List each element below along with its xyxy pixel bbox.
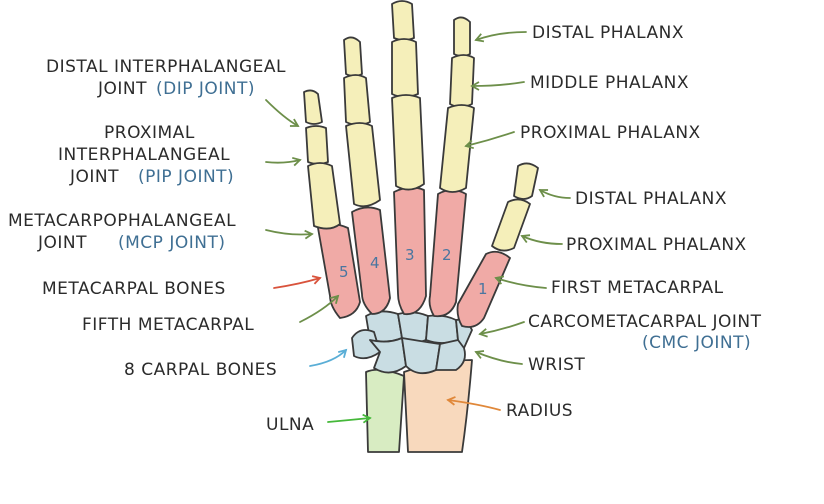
label-cmc-joint: CARCOMETACARPAL JOINT: [528, 312, 762, 332]
label-fifth-metacarpal: FIFTH METACARPAL: [82, 315, 254, 335]
label-ulna: ULNA: [266, 415, 314, 435]
arrow-mcp-joint: [265, 229, 314, 240]
arrow-cmc-joint: [478, 321, 525, 338]
label-pip-joint-line1: PROXIMAL: [104, 123, 195, 143]
arrow-fifth-metacarpal: [299, 294, 340, 323]
radius-bone: [403, 359, 473, 453]
label-pip-joint-abbr: (PIP JOINT): [138, 167, 234, 187]
label-distal-phalanx-top: DISTAL PHALANX: [532, 23, 684, 43]
arrow-pip-joint: [265, 156, 302, 167]
label-dip-joint-line1: DISTAL INTERPHALANGEAL: [46, 57, 286, 77]
label-mcp-joint-line2: JOINT: [37, 233, 87, 253]
label-proximal-phalanx-thumb: PROXIMAL PHALANX: [566, 235, 747, 255]
label-radius: RADIUS: [506, 401, 573, 421]
metacarpal-number-1: 1: [478, 280, 488, 298]
metacarpal-number-3: 3: [405, 246, 415, 264]
metacarpal-number-2: 2: [442, 246, 452, 264]
metacarpal-4: [351, 206, 391, 315]
arrow-distal-phalanx-top: [474, 31, 527, 43]
arrow-distal-phalanx-thumb: [538, 189, 571, 199]
label-metacarpal-bones: METACARPAL BONES: [42, 279, 226, 299]
metacarpal-number-5: 5: [339, 263, 349, 281]
metacarpal-number-4: 4: [370, 254, 380, 272]
label-proximal-phalanx-top: PROXIMAL PHALANX: [520, 123, 701, 143]
carpal-bones: [351, 310, 473, 375]
label-dip-joint-abbr: (DIP JOINT): [156, 79, 255, 99]
label-mcp-joint-line1: METACARPOPHALANGEAL: [8, 211, 236, 231]
arrow-proximal-phalanx-thumb: [520, 234, 563, 245]
arrow-ulna: [327, 413, 372, 424]
label-mcp-joint-abbr: (MCP JOINT): [118, 233, 225, 253]
label-first-metacarpal: FIRST METACARPAL: [551, 278, 724, 298]
arrow-proximal-phalanx-top: [464, 131, 515, 150]
arrow-first-metacarpal: [494, 275, 547, 289]
arrow-dip-joint: [265, 99, 300, 127]
phalanges: [303, 0, 539, 252]
label-carpal-bones: 8 CARPAL BONES: [124, 360, 277, 380]
arrow-carpal-bones: [309, 348, 348, 367]
label-middle-phalanx: MIDDLE PHALANX: [530, 73, 689, 93]
arrow-metacarpal-bones: [273, 275, 322, 289]
arrow-wrist: [474, 350, 523, 365]
label-cmc-joint-abbr: (CMC JOINT): [642, 333, 751, 353]
metacarpals: [317, 186, 511, 328]
metacarpal-number-labels: 5 4 3 2 1: [339, 246, 488, 298]
metacarpal-1: [456, 250, 511, 328]
arrow-radius: [446, 396, 501, 411]
label-dip-joint-line2: JOINT: [97, 79, 147, 99]
label-pip-joint-line3: JOINT: [69, 167, 119, 187]
arrow-middle-phalanx: [470, 81, 525, 91]
ulna-bone: [365, 368, 405, 453]
label-wrist: WRIST: [528, 355, 585, 375]
label-arrows: [265, 31, 571, 424]
label-distal-phalanx-thumb: DISTAL PHALANX: [575, 189, 727, 209]
label-pip-joint-line2: INTERPHALANGEAL: [58, 145, 230, 165]
